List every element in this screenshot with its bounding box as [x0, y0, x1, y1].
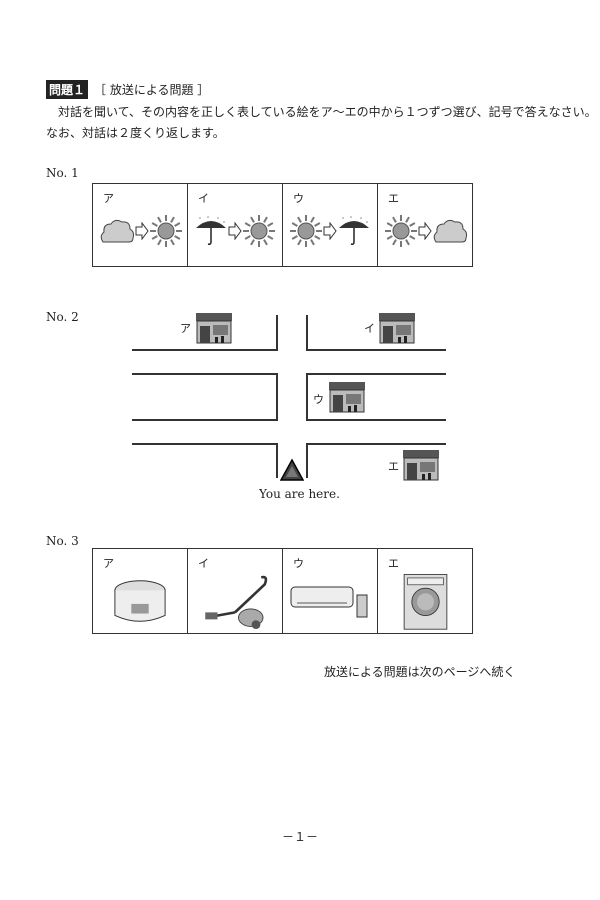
- sun-icon: [384, 214, 418, 252]
- q2-label: No. 2: [46, 310, 79, 324]
- option-mark: イ: [198, 557, 209, 570]
- sun-icon: [149, 214, 183, 252]
- road-edge: [306, 443, 446, 445]
- road-edge: [306, 443, 308, 478]
- section-subtitle: ［ 放送による問題 ］: [94, 83, 210, 97]
- street-map: ア イ ウ エ You are here.: [132, 312, 446, 501]
- q1-option: イ: [188, 184, 283, 266]
- q1-option: エ: [378, 184, 472, 266]
- instruction-line-1: 対話を聞いて、その内容を正しく表している絵をア〜エの中から１つずつ選び、記号で答…: [58, 105, 597, 119]
- instruction-line-2: なお、対話は２度くり返します。: [46, 126, 225, 140]
- you-are-here-label: You are here.: [259, 487, 340, 501]
- sun-icon: [289, 214, 323, 252]
- umbrella-icon: [337, 214, 371, 252]
- vacuum-cleaner-icon: [192, 570, 278, 631]
- q3-option: エ: [378, 549, 472, 633]
- store-label: イ: [364, 322, 375, 335]
- umbrella-icon: [194, 214, 228, 252]
- q1-label: No. 1: [46, 166, 79, 180]
- cloud-icon: [432, 218, 468, 248]
- q3-option: イ: [188, 549, 283, 633]
- road-edge: [306, 373, 446, 375]
- road-edge: [306, 419, 446, 421]
- question-badge: 問題１: [46, 80, 89, 99]
- sun-icon: [242, 214, 276, 252]
- washing-machine-icon: [382, 570, 468, 631]
- arrow-right-icon: [135, 221, 149, 244]
- store-label: ア: [180, 322, 191, 335]
- store-icon: [402, 449, 440, 485]
- road-edge: [276, 443, 278, 478]
- option-mark: ア: [103, 557, 114, 570]
- air-conditioner-icon: [287, 570, 373, 631]
- store-label: ウ: [313, 393, 324, 406]
- store-icon: [195, 312, 233, 348]
- store-label: エ: [388, 460, 399, 473]
- q1-options: アイウエ: [92, 183, 473, 267]
- arrow-right-icon: [418, 221, 432, 244]
- arrow-right-icon: [323, 221, 337, 244]
- store-icon: [328, 381, 366, 417]
- option-mark: ウ: [293, 557, 304, 570]
- q1-option: ア: [93, 184, 188, 266]
- q3-label: No. 3: [46, 534, 79, 548]
- road-edge: [132, 443, 278, 445]
- road-edge: [276, 373, 278, 421]
- option-mark: ア: [103, 192, 114, 205]
- q3-option: ウ: [283, 549, 378, 633]
- option-mark: ウ: [293, 192, 304, 205]
- arrow-right-icon: [228, 221, 242, 244]
- option-mark: エ: [388, 557, 399, 570]
- road-edge: [306, 315, 308, 351]
- road-edge: [306, 373, 308, 421]
- continue-note: 放送による問題は次のページへ続く: [324, 665, 516, 679]
- q3-option: ア: [93, 549, 188, 633]
- q3-options: アイウエ: [92, 548, 473, 634]
- store-icon: [378, 312, 416, 348]
- option-mark: エ: [388, 192, 399, 205]
- road-edge: [132, 419, 278, 421]
- rice-cooker-icon: [97, 570, 183, 631]
- q1-option: ウ: [283, 184, 378, 266]
- section-header: 問題１ ［ 放送による問題 ］: [46, 80, 209, 99]
- page-number: －１－: [282, 830, 319, 844]
- road-edge: [132, 349, 278, 351]
- you-are-here-triangle-icon: [280, 458, 304, 481]
- road-edge: [132, 373, 278, 375]
- cloud-icon: [99, 218, 135, 248]
- road-edge: [276, 315, 278, 351]
- road-edge: [306, 349, 446, 351]
- option-mark: イ: [198, 192, 209, 205]
